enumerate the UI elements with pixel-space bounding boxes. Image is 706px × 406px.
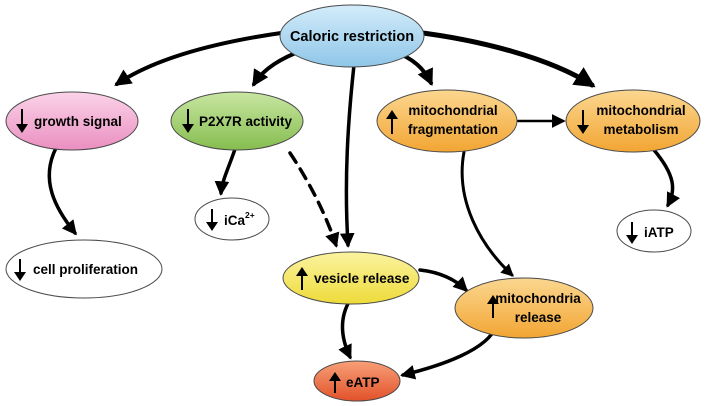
node-growth-signal-label: growth signal (34, 114, 122, 129)
node-ica-superscript: 2+ (245, 210, 255, 220)
edge-growth-to-cell-proliferation (47, 146, 77, 236)
node-ica: iCa2+ (194, 197, 270, 241)
node-vesicle-release: vesicle release (282, 251, 420, 305)
node-mitochondria-release: mitochondria release (454, 277, 594, 339)
edge-mitofrag-to-mitochondria-release (460, 150, 514, 277)
edge-vesicle-to-mitochondria-release (418, 268, 469, 293)
node-iatp-label: iATP (644, 225, 674, 240)
edge-vesicle-to-eatp (338, 298, 352, 360)
node-eatp: eATP (313, 360, 401, 402)
node-cell-proliferation-label: cell proliferation (33, 262, 138, 277)
node-mito-metabolism-line2: metabolism (603, 122, 678, 137)
up-arrow-icon (329, 372, 341, 393)
edge-cr-to-growth-signal (114, 30, 290, 86)
down-arrow-icon (16, 109, 28, 133)
down-arrow-icon (182, 109, 194, 133)
down-arrow-icon (626, 222, 638, 244)
node-mito-fragmentation-line2: fragmentation (408, 122, 498, 137)
up-arrow-icon (296, 267, 308, 290)
node-eatp-label: eATP (346, 375, 380, 390)
down-arrow-icon (577, 110, 589, 134)
edge-cr-to-vesicle-release (339, 63, 356, 248)
node-mito-metabolism-line1: mitochondrial (596, 103, 685, 118)
edge-mitometab-to-iatp (652, 148, 681, 208)
node-mitochondria-release-line2: release (515, 310, 562, 325)
down-arrow-icon (206, 209, 218, 231)
node-growth-signal: growth signal (5, 91, 139, 151)
edge-mitochondria-release-to-eatp (400, 324, 498, 380)
up-arrow-icon (487, 295, 499, 318)
node-mitochondria-release-line1: mitochondria (495, 291, 581, 306)
svg-text:iCa2+: iCa2+ (224, 210, 255, 228)
node-mitochondrial-fragmentation: mitochondrial fragmentation (376, 89, 518, 153)
node-mitochondrial-metabolism: mitochondrial metabolism (565, 89, 701, 153)
node-iatp: iATP (616, 209, 692, 253)
node-caloric-restriction-label: Caloric restriction (290, 29, 414, 45)
node-cell-proliferation: cell proliferation (5, 239, 163, 299)
node-caloric-restriction: Caloric restriction (279, 4, 425, 68)
up-arrow-icon (386, 110, 398, 134)
node-ica-label: iCa (224, 213, 246, 228)
node-mito-fragmentation-line1: mitochondrial (408, 103, 497, 118)
down-arrow-icon (14, 259, 26, 281)
node-p2x7r-activity: P2X7R activity (170, 91, 304, 151)
node-p2x7r-activity-label: P2X7R activity (199, 114, 293, 129)
edge-p2x7r-to-vesicle-release (288, 151, 340, 248)
edge-cr-to-mito-metabolism (412, 29, 596, 88)
edge-p2x7r-to-ica (214, 144, 238, 196)
node-vesicle-release-label: vesicle release (314, 271, 410, 286)
